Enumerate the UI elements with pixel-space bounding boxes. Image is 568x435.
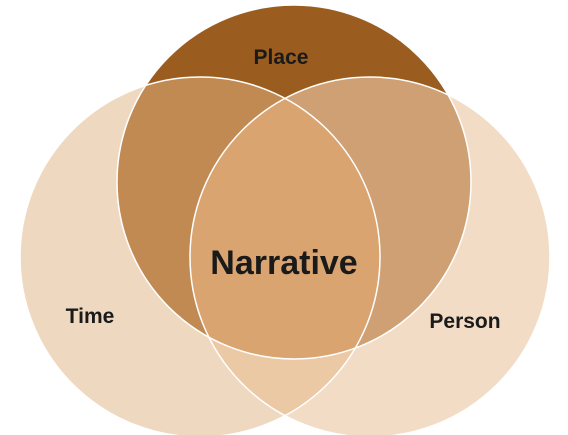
label-time: Time [66,305,115,328]
overlap-all [190,77,380,359]
label-narrative: Narrative [210,244,357,282]
label-place: Place [254,46,309,69]
label-person: Person [429,310,500,333]
circle-outlines [19,4,551,435]
